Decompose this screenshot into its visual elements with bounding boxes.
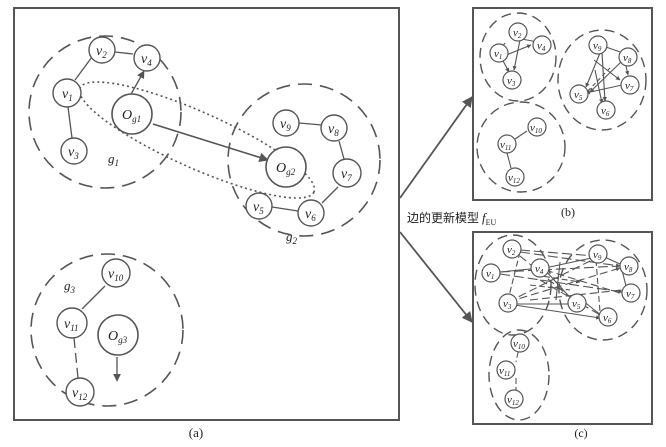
node-v11-label: v11 — [64, 317, 79, 333]
node-v4-label: v4 — [141, 52, 152, 68]
node-v11-circle — [56, 307, 88, 339]
node-v8-label: v8 — [328, 122, 339, 138]
node-v5-circle — [245, 192, 273, 220]
node-v12-label: v12 — [72, 386, 88, 402]
svg-text:v4: v4 — [535, 263, 544, 276]
node-v5-label: v5 — [253, 200, 264, 216]
arrow-to-b — [399, 96, 473, 199]
group-g3-label: g3 — [64, 278, 76, 295]
panel-a-frame — [13, 7, 400, 421]
center-og3-label: Og3 — [108, 329, 128, 345]
edge-og1-og2 — [152, 123, 269, 162]
svg-text:v4: v4 — [537, 40, 546, 53]
caption-c: (c) — [574, 426, 587, 440]
center-og3-circle — [97, 314, 139, 356]
node-v8-circle — [320, 114, 348, 142]
svg-text:v7: v7 — [625, 80, 634, 93]
node-v4-circle — [133, 44, 161, 72]
group-g2-label: g2 — [286, 229, 298, 246]
panel-b-cluster-3 — [476, 101, 566, 193]
node-v1-label: v1 — [62, 87, 73, 103]
svg-text:v2: v2 — [513, 27, 522, 40]
node-v9-circle — [272, 109, 300, 137]
svg-text:v9: v9 — [593, 40, 602, 53]
svg-text:v6: v6 — [603, 312, 612, 325]
edge-v11-v12 — [73, 337, 79, 379]
center-og2-circle — [265, 146, 307, 188]
panel-b-cluster-2 — [557, 29, 647, 131]
edge-v9-v8 — [298, 122, 323, 126]
panel-b-cluster-1 — [479, 12, 557, 102]
svg-text:v1: v1 — [494, 48, 502, 61]
caption-b: (b) — [561, 205, 575, 219]
group-g1-label: g1 — [108, 151, 119, 168]
panel-c-cluster-1 — [474, 234, 552, 336]
svg-text:v5: v5 — [574, 89, 583, 102]
node-v7-label: v7 — [341, 167, 352, 183]
svg-text:v3: v3 — [503, 298, 512, 311]
svg-text:v3: v3 — [507, 75, 516, 88]
node-v6-circle — [297, 199, 325, 227]
center-og1-label: Og1 — [122, 108, 141, 124]
edge-v10-v11 — [81, 285, 106, 310]
group-g1-boundary — [28, 35, 182, 189]
center-og1-circle — [111, 93, 153, 135]
edge-v7-v6 — [321, 186, 339, 204]
node-v2-circle — [88, 36, 116, 64]
edge-v8-v7 — [338, 140, 345, 160]
panel-c-cluster-2 — [558, 239, 648, 341]
svg-text:v9: v9 — [593, 249, 602, 262]
panel-c-nodes — [481, 239, 641, 409]
svg-text:v11: v11 — [500, 139, 511, 152]
node-v3-circle — [60, 137, 88, 165]
svg-text:v8: v8 — [624, 261, 633, 274]
panel-c-cluster-3 — [488, 329, 550, 421]
arrow-to-c — [399, 231, 473, 323]
node-v12-circle — [65, 377, 95, 407]
center-og2-label: Og2 — [276, 161, 296, 177]
node-v7-circle — [332, 158, 362, 188]
caption-a: (a) — [189, 425, 203, 440]
group-g3-boundary — [30, 253, 184, 407]
group-g2-boundary — [227, 83, 381, 237]
panel-a: v1 v2 v4 v3 Og1 Og2 v9 v8 v7 v6 v5 v10 v… — [13, 7, 400, 421]
panel-b-frame — [472, 7, 653, 201]
node-v9-label: v9 — [280, 117, 291, 133]
edge-og1-v4 — [129, 70, 145, 97]
svg-text:v2: v2 — [507, 244, 516, 257]
svg-text:v5: v5 — [572, 298, 581, 311]
edge-v1-v3 — [67, 106, 73, 139]
node-v2-label: v2 — [96, 44, 107, 60]
panel-b-nodes — [489, 22, 640, 187]
edge-v1-v2 — [74, 56, 93, 81]
node-v1-circle — [52, 78, 82, 108]
svg-text:v6: v6 — [601, 105, 610, 118]
node-v3-label: v3 — [68, 145, 79, 161]
node-v10-label: v10 — [108, 267, 124, 283]
edge-v2-v4 — [114, 51, 134, 55]
panel-c-edges — [499, 249, 627, 392]
panel-c: v2 v1 v4 v3 v9 v8 v7 v5 v6 v10 v11 v12 — [472, 231, 653, 425]
node-v6-label: v6 — [305, 207, 316, 223]
svg-text:v8: v8 — [623, 52, 632, 65]
edge-v5-v6 — [271, 206, 299, 212]
svg-text:v11: v11 — [499, 365, 510, 378]
node-v10-circle — [101, 258, 131, 288]
panel-b: v2 v1 v4 v3 v9 v8 v7 v5 v6 v10 v11 v12 — [472, 7, 653, 201]
svg-text:v1: v1 — [486, 268, 494, 281]
panel-c-frame — [472, 231, 653, 425]
svg-text:v7: v7 — [626, 288, 635, 301]
